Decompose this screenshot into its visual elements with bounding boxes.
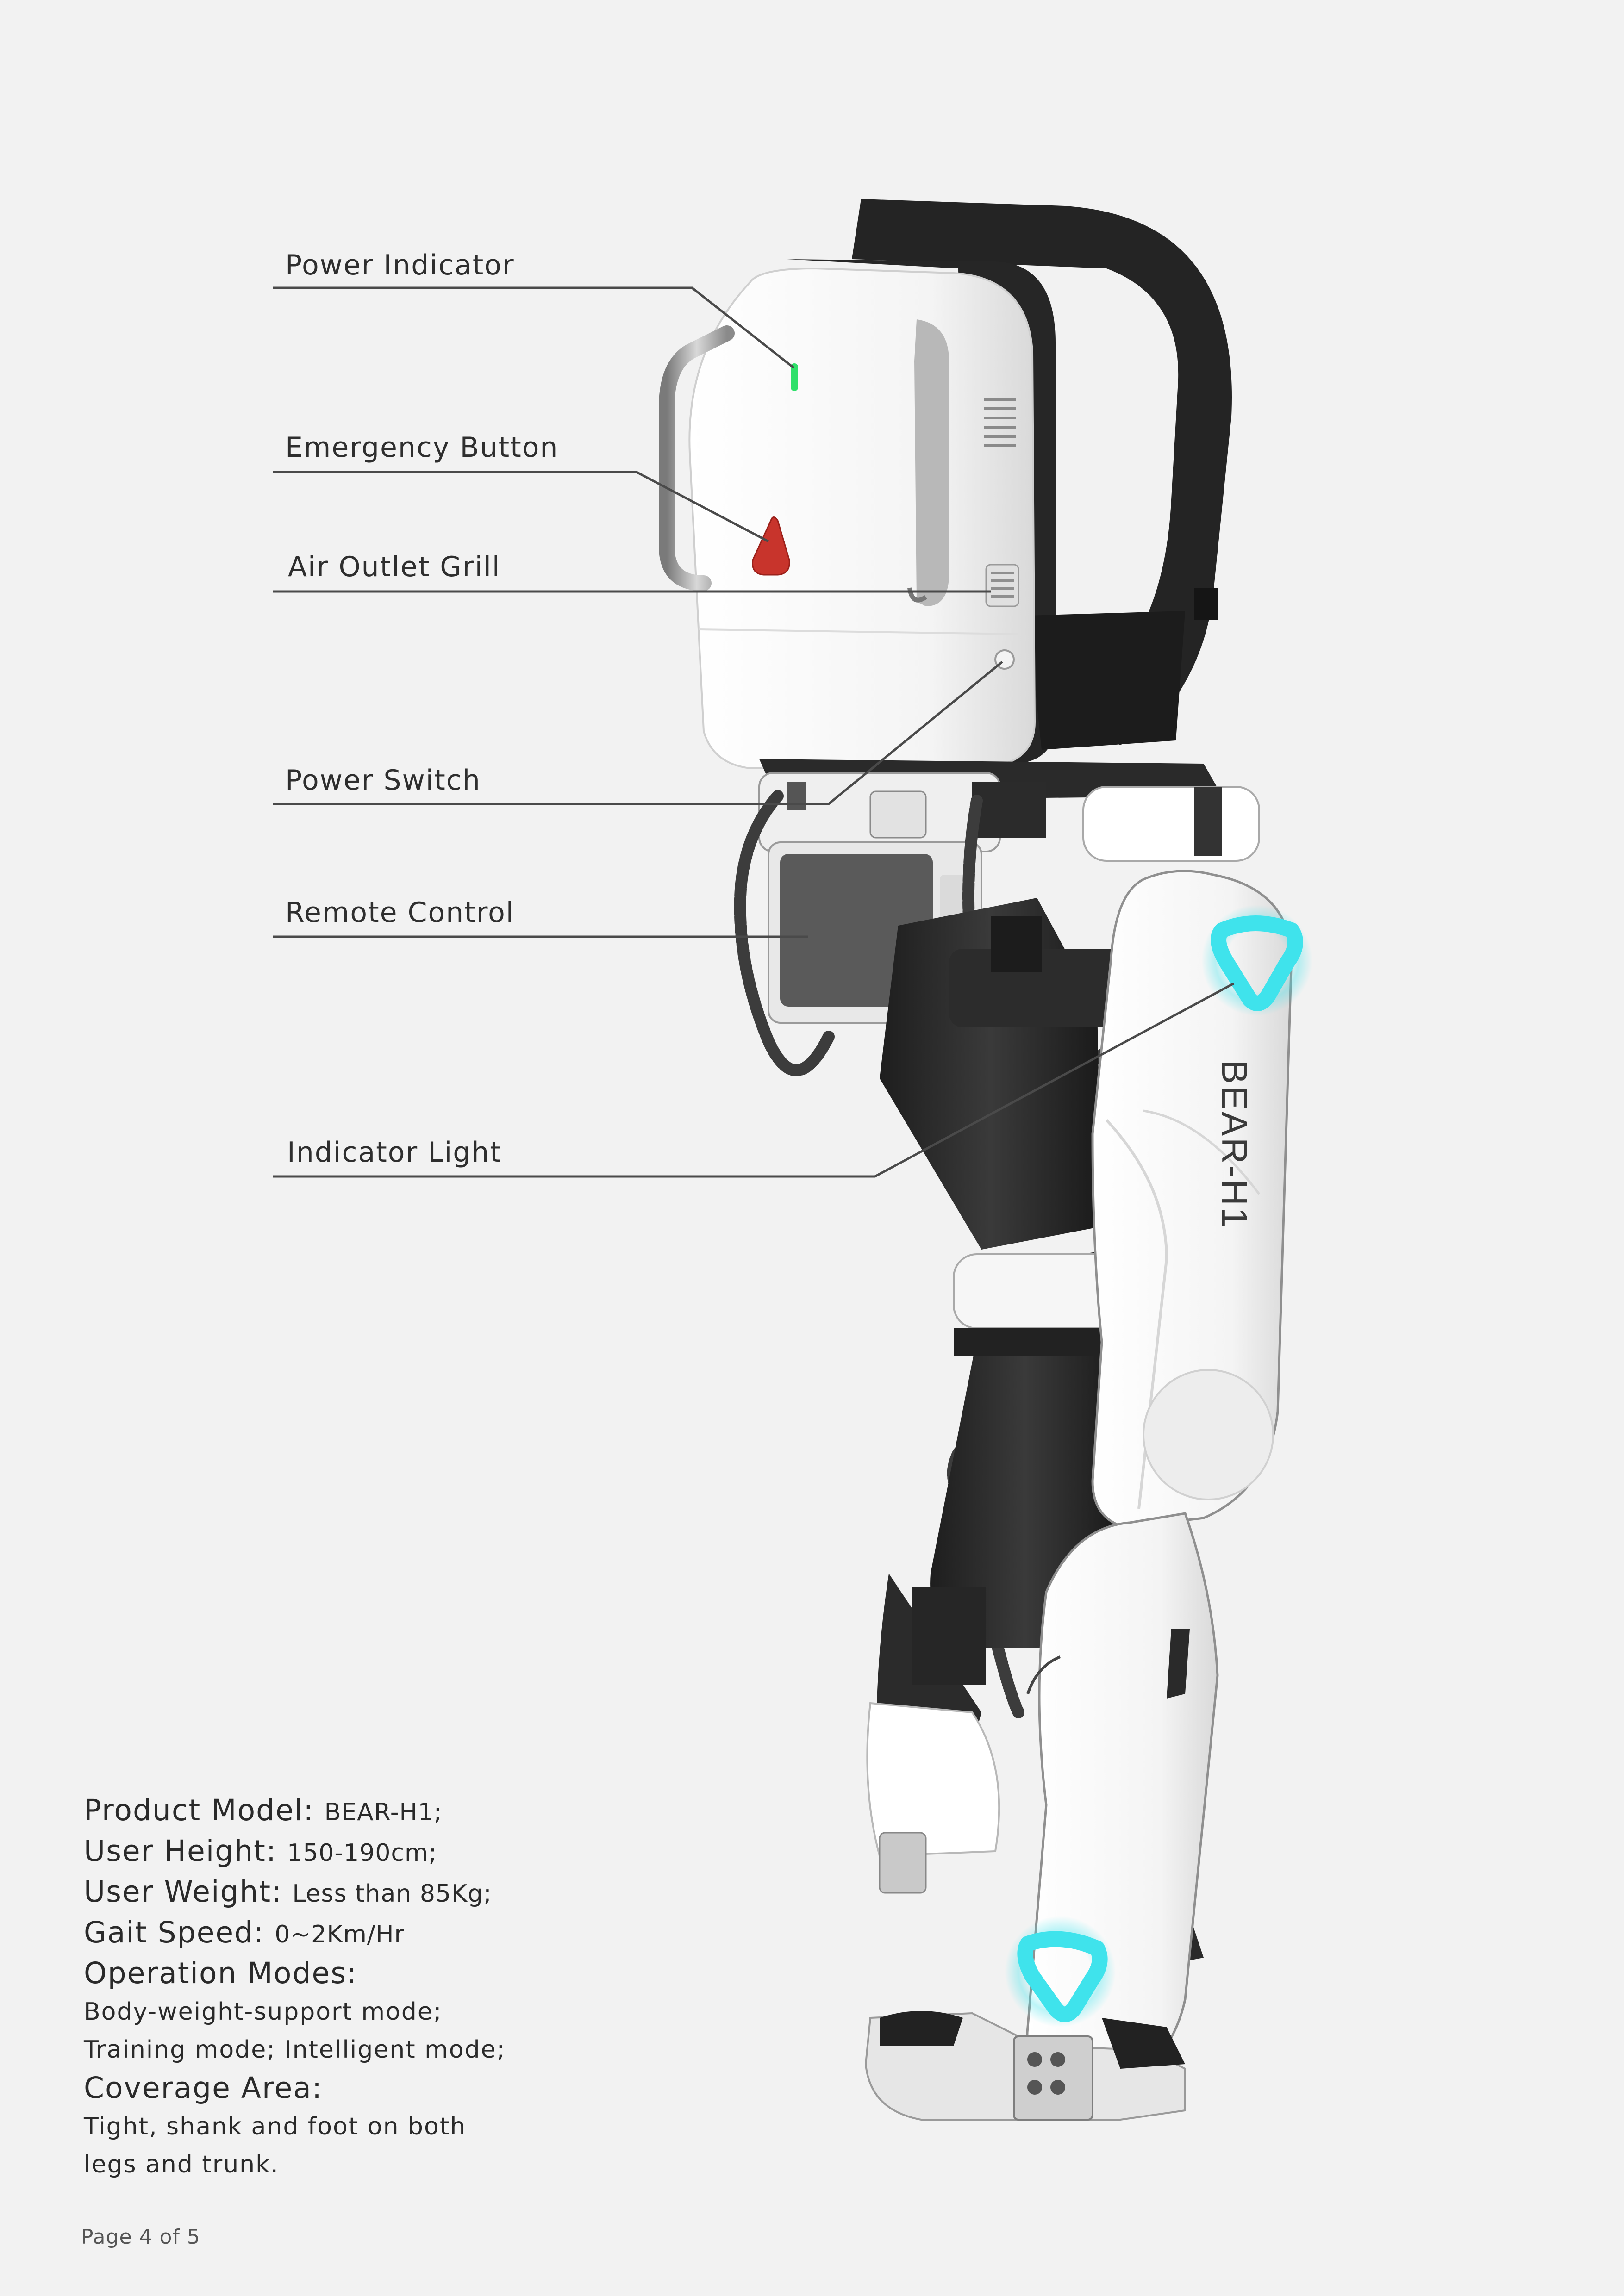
leader-power-indicator <box>273 286 795 369</box>
power-indicator-led <box>791 363 798 391</box>
spec-key: User Height: <box>84 1834 277 1868</box>
spec-coverage-area-line: Tight, shank and foot on both <box>84 2113 467 2140</box>
callout-remote-control: Remote Control <box>285 896 515 929</box>
near-leg-shank-shell <box>1005 1512 1219 2098</box>
leader-power-switch <box>273 661 1003 805</box>
spec-user-height: User Height: 150-190cm; <box>84 1832 593 1873</box>
spec-key: Product Model: <box>84 1793 314 1827</box>
shoulder-strap <box>852 199 1232 745</box>
spec-operation-modes-heading: Operation Modes: <box>84 1956 358 1990</box>
callout-air-outlet-grill: Air Outlet Grill <box>288 551 501 583</box>
thigh-brace <box>949 916 1134 1356</box>
emergency-button <box>752 516 790 576</box>
callout-power-switch: Power Switch <box>285 764 481 796</box>
spec-value: 150-190cm; <box>287 1839 437 1867</box>
callout-emergency-button: Emergency Button <box>285 431 559 464</box>
callout-indicator-light: Indicator Light <box>287 1136 502 1169</box>
spec-value: BEAR-H1; <box>324 1798 443 1826</box>
product-specifications: Product Model: BEAR-H1; User Height: 150… <box>84 1791 593 2184</box>
spec-operation-modes-line: Body-weight-support mode; <box>84 1998 443 2026</box>
leader-lines <box>273 286 1235 1178</box>
indicator-light <box>1211 915 1303 1011</box>
spec-value: 0~2Km/Hr <box>275 1921 405 1948</box>
ankle-indicator-light <box>1017 1931 1108 2022</box>
backpack-unit <box>659 267 1036 770</box>
spec-operation-modes-line: Training mode; Intelligent mode; <box>84 2036 506 2064</box>
spec-coverage-area-line: legs and trunk. <box>84 2151 279 2178</box>
callout-power-indicator: Power Indicator <box>285 249 515 281</box>
spec-value: Less than 85Kg; <box>292 1880 492 1908</box>
hip-assembly <box>758 759 1260 862</box>
spec-product-model: Product Model: BEAR-H1; <box>84 1791 593 1832</box>
spec-coverage-area-heading: Coverage Area: <box>84 2071 323 2105</box>
air-outlet-grill <box>985 564 1019 607</box>
backpack-support-bracket <box>1028 611 1185 750</box>
brand-text: BEAR-H1 <box>1214 1060 1255 1229</box>
leader-indicator-light <box>273 982 1235 1178</box>
page-number: Page 4 of 5 <box>81 2225 200 2249</box>
leader-emergency-button <box>273 471 769 543</box>
top-vent-slots <box>984 398 1016 447</box>
spec-key: User Weight: <box>84 1875 282 1909</box>
foot-plate <box>864 2011 1186 2121</box>
spec-user-weight: User Weight: Less than 85Kg; <box>84 1873 593 1913</box>
spec-key: Gait Speed: <box>84 1916 265 1949</box>
near-leg-thigh-shell: BEAR-H1 <box>1091 870 1312 1529</box>
spec-gait-speed: Gait Speed: 0~2Km/Hr <box>84 1913 593 1954</box>
